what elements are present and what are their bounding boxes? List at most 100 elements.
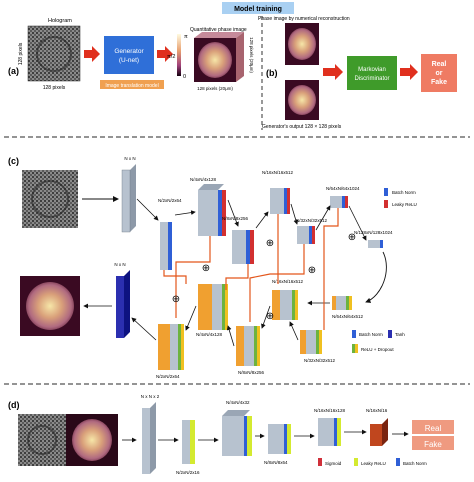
hologram-image xyxy=(27,25,81,82)
decoder-block-512-16 xyxy=(272,290,298,320)
discriminator-label: Markovian xyxy=(358,67,386,73)
enc-label-4: N/16xN/16x512 xyxy=(262,170,294,175)
colorbar-zero: 0 xyxy=(183,74,186,80)
disc-block-16 xyxy=(182,420,195,464)
legend3-leakyrelu: Leaky ReLU xyxy=(361,461,386,466)
decoder-output-block xyxy=(116,270,130,338)
dec-label-4: N/16xN/16x512 xyxy=(272,279,304,284)
disc-label-3: N/8xN/8x64 xyxy=(264,460,288,465)
disc-block-128 xyxy=(318,418,341,446)
enc-arrow xyxy=(315,205,331,231)
dec-arrow xyxy=(226,325,235,347)
legend2-batchnorm: Batch Norm xyxy=(359,332,383,337)
disc-label-2: N/4xN/4x32 xyxy=(226,400,250,405)
legend2-tanh: Tanh xyxy=(395,332,405,337)
disc-block-64 xyxy=(268,424,291,454)
hologram-side-pixels: 128 pixels xyxy=(18,42,24,65)
discriminator-box xyxy=(347,56,397,90)
model-training-header-bg xyxy=(222,2,294,14)
enc-arrow xyxy=(290,203,299,225)
skip-connections xyxy=(163,208,339,330)
phase-cube-bottom-label: 128 pixels (20μm) xyxy=(197,86,233,91)
legend2-relu-dropout: ReLU + Dropout xyxy=(361,347,394,352)
legend2-batchnorm-swatch xyxy=(352,330,356,338)
disc-label-5: N/16xN/16 xyxy=(366,408,388,413)
image-translation-caption: Image translation model xyxy=(105,83,158,89)
enc-arrow xyxy=(348,205,367,241)
enc-arrow xyxy=(174,210,196,216)
arrow-icon xyxy=(84,46,100,62)
legend2-relu-swatch-g xyxy=(352,344,355,353)
sum-node-icon: ⊕ xyxy=(266,311,274,322)
enc-label-6: N/64xN/64x1024 xyxy=(326,186,360,191)
enc-label-0: N x N xyxy=(124,156,135,161)
encoder-block-1024b xyxy=(368,240,383,248)
discriminator-sublabel: Discriminator xyxy=(354,76,389,82)
phase-image-output-cell xyxy=(26,282,74,330)
dec-label-0: N x N xyxy=(114,262,125,267)
dec-label-3: N/8xN/8x256 xyxy=(238,370,265,375)
dec-arrow xyxy=(185,305,197,331)
fake-label: Fake xyxy=(424,440,442,449)
enc-arrow xyxy=(255,211,269,229)
phase-cube-side-label: 128 pixels (20μm) xyxy=(249,37,254,73)
disc-block-output xyxy=(370,418,388,446)
generator-box xyxy=(104,36,154,74)
phase-image-bottom-cell xyxy=(288,85,316,115)
dec-label-1: N/2xN/2x64 xyxy=(156,374,180,379)
dec-arrow xyxy=(289,321,299,341)
panel-b-caption: Generator's output 128 × 128 pixels xyxy=(262,124,342,130)
generator-label: Generator xyxy=(114,48,144,55)
legend3-sigmoid-swatch xyxy=(318,458,322,466)
dec-label-5: N/32xN/32x512 xyxy=(304,358,336,363)
encoder-block-128 xyxy=(198,184,226,236)
real-or-fake-box xyxy=(421,54,457,92)
enc-arrow xyxy=(136,198,159,221)
arrow-icon xyxy=(157,46,173,62)
colorbar-pi-half: π/2 xyxy=(167,54,175,60)
colorbar-pi: π xyxy=(184,34,188,40)
decoder-block-256 xyxy=(236,326,260,366)
hologram-ring xyxy=(31,180,69,218)
panel-b-title: Phase image by numerical reconstruction xyxy=(258,16,350,22)
legend2-tanh-swatch xyxy=(388,330,392,338)
hologram-image xyxy=(22,170,78,228)
legend3-batchnorm: Batch Norm xyxy=(403,461,427,466)
sum-node-icon: ⊕ xyxy=(348,232,356,243)
hologram-image xyxy=(18,414,66,466)
dec-label-2: N/4xN/4x128 xyxy=(196,332,223,337)
generator-sublabel: (U-net) xyxy=(119,57,139,64)
hologram-ring xyxy=(27,425,57,455)
dec-label-6: N/64xN/64x512 xyxy=(332,314,364,319)
encoder-input-block xyxy=(121,164,136,233)
disc-block-32 xyxy=(222,410,252,456)
real-or-fake-line2: or xyxy=(436,70,443,77)
panel-b-label: (b) xyxy=(266,68,278,78)
phase-cube-side xyxy=(236,32,244,82)
hologram-bottom-pixels: 128 pixels xyxy=(43,85,66,91)
encoder-block-1024a xyxy=(330,196,348,208)
disc-label-1: N/2xN/2x16 xyxy=(176,470,200,475)
legend3-leakyrelu-swatch xyxy=(354,458,358,466)
sum-node-icon: ⊕ xyxy=(202,263,210,274)
decoder-block-128 xyxy=(198,284,228,330)
sum-node-icon: ⊕ xyxy=(266,238,274,249)
legend-batchnorm: Batch Norm xyxy=(392,190,416,195)
sum-node-icon: ⊕ xyxy=(308,265,316,276)
hologram-title: Hologram xyxy=(48,18,72,24)
image-translation-caption-bg xyxy=(100,80,164,89)
decoder-block-512-32 xyxy=(300,330,322,354)
arrow-icon xyxy=(400,64,418,80)
arrow-icon xyxy=(323,64,343,80)
real-label: Real xyxy=(425,424,442,433)
encoder-block-64 xyxy=(160,222,172,270)
disc-label-0: N x N x 2 xyxy=(141,394,160,399)
colorbar xyxy=(177,34,181,76)
real-or-fake-line3: Fake xyxy=(431,79,447,86)
enc-label-7: N/128xN/128x1024 xyxy=(354,230,393,235)
bottleneck-arrow xyxy=(365,251,387,303)
sum-node-icon: ⊕ xyxy=(172,294,180,305)
decoder-block-512-64 xyxy=(332,296,352,310)
phase-cube-cell xyxy=(198,42,232,78)
